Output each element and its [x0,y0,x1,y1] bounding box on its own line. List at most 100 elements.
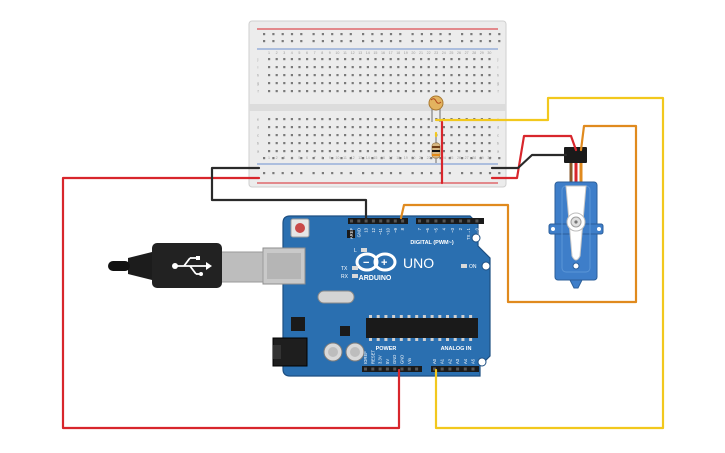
rail-hole[interactable] [479,33,482,36]
breadboard-hole[interactable] [442,142,445,145]
breadboard-hole[interactable] [306,82,309,85]
breadboard-hole[interactable] [427,82,430,85]
breadboard-hole[interactable] [290,58,293,61]
breadboard-hole[interactable] [321,118,324,121]
breadboard-hole[interactable] [480,74,483,77]
breadboard-hole[interactable] [359,58,362,61]
breadboard-hole[interactable] [328,74,331,77]
breadboard-hole[interactable] [374,74,377,77]
breadboard-hole[interactable] [328,58,331,61]
rail-hole[interactable] [371,40,374,43]
rail-hole[interactable] [461,40,464,43]
breadboard-hole[interactable] [366,150,369,153]
breadboard-hole[interactable] [389,66,392,69]
breadboard-hole[interactable] [290,66,293,69]
breadboard-hole[interactable] [290,82,293,85]
rail-hole[interactable] [498,157,501,160]
breadboard-hole[interactable] [321,142,324,145]
breadboard-hole[interactable] [450,58,453,61]
breadboard-hole[interactable] [442,82,445,85]
breadboard-hole[interactable] [268,142,271,145]
header-pin[interactable] [371,219,375,223]
breadboard-hole[interactable] [488,126,491,129]
breadboard-hole[interactable] [480,82,483,85]
breadboard-hole[interactable] [442,90,445,93]
breadboard-hole[interactable] [336,82,339,85]
breadboard-hole[interactable] [420,58,423,61]
breadboard-hole[interactable] [382,142,385,145]
rail-hole[interactable] [411,157,414,160]
breadboard-hole[interactable] [268,126,271,129]
breadboard-hole[interactable] [336,150,339,153]
rail-hole[interactable] [389,33,393,36]
breadboard-hole[interactable] [450,66,453,69]
rail-hole[interactable] [281,172,284,175]
breadboard-hole[interactable] [389,126,392,129]
breadboard-hole[interactable] [450,142,453,145]
breadboard-hole[interactable] [458,150,461,153]
breadboard-hole[interactable] [458,126,461,129]
rail-hole[interactable] [448,33,451,36]
header-pin[interactable] [448,367,452,371]
breadboard-hole[interactable] [359,66,362,69]
rail-hole[interactable] [272,33,275,36]
breadboard-hole[interactable] [366,126,369,129]
rail-hole[interactable] [389,172,393,175]
rail-hole[interactable] [498,40,501,43]
header-pin[interactable] [471,367,475,371]
rail-hole[interactable] [290,33,294,36]
header-pin[interactable] [456,367,460,371]
rail-hole[interactable] [281,33,284,36]
breadboard-hole[interactable] [336,134,339,137]
breadboard-hole[interactable] [306,142,309,145]
breadboard-hole[interactable] [397,134,400,137]
breadboard-hole[interactable] [283,66,286,69]
header-pin[interactable] [467,219,471,223]
breadboard-hole[interactable] [473,66,476,69]
breadboard-hole[interactable] [359,150,362,153]
breadboard-hole[interactable] [275,82,278,85]
breadboard-hole[interactable] [473,82,476,85]
header-pin[interactable] [475,219,479,223]
rail-hole[interactable] [479,157,482,160]
header-pin[interactable] [418,219,421,223]
rail-hole[interactable] [420,172,423,175]
breadboard-hole[interactable] [427,126,430,129]
breadboard-hole[interactable] [442,66,445,69]
header-pin[interactable] [434,219,438,223]
breadboard-hole[interactable] [351,150,354,153]
breadboard-hole[interactable] [458,82,461,85]
breadboard-hole[interactable] [435,66,438,69]
breadboard-hole[interactable] [382,150,385,153]
breadboard-hole[interactable] [458,134,461,137]
rail-hole[interactable] [461,157,464,160]
breadboard-hole[interactable] [412,82,415,85]
power-header[interactable] [362,366,422,372]
breadboard-hole[interactable] [473,74,476,77]
rail-hole[interactable] [461,33,464,36]
breadboard-hole[interactable] [374,66,377,69]
breadboard-hole[interactable] [298,118,301,121]
rail-hole[interactable] [411,172,414,175]
breadboard-hole[interactable] [412,118,415,121]
breadboard-hole[interactable] [321,126,324,129]
breadboard-hole[interactable] [427,90,430,93]
breadboard-hole[interactable] [465,126,468,129]
breadboard-hole[interactable] [389,82,392,85]
rail-hole[interactable] [389,157,393,160]
rail-hole[interactable] [281,40,284,43]
header-pin[interactable] [450,219,454,223]
breadboard-hole[interactable] [298,126,301,129]
rail-hole[interactable] [470,40,473,43]
breadboard-hole[interactable] [351,74,354,77]
breadboard-hole[interactable] [389,142,392,145]
breadboard-hole[interactable] [336,66,339,69]
breadboard-hole[interactable] [313,126,316,129]
breadboard-hole[interactable] [283,58,286,61]
wire-servo-gnd-black[interactable] [490,153,568,170]
breadboard-hole[interactable] [283,142,286,145]
breadboard-hole[interactable] [427,74,430,77]
breadboard-hole[interactable] [344,66,347,69]
breadboard-hole[interactable] [366,142,369,145]
rail-hole[interactable] [461,172,464,175]
